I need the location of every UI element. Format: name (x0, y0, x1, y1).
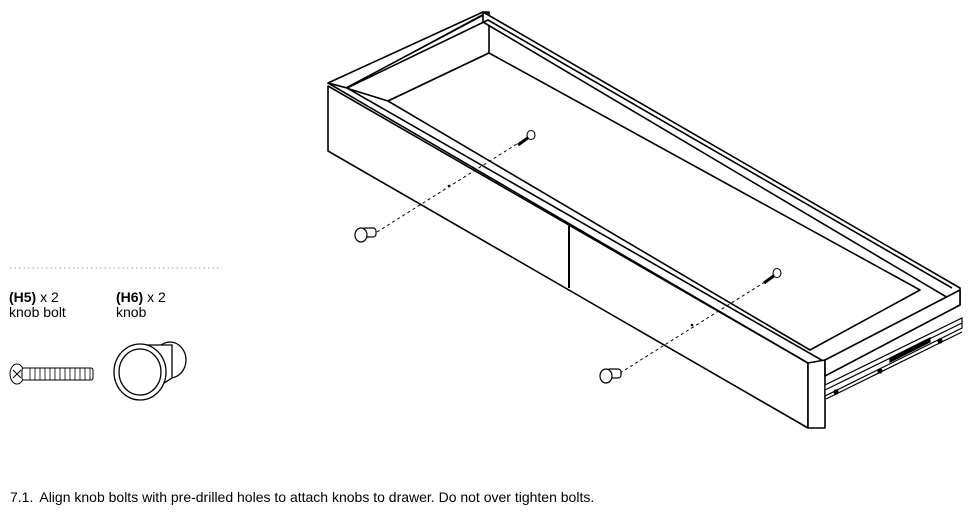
guide-line-right (619, 279, 769, 374)
part-id: (H6) (116, 289, 144, 305)
bolt-installed-left (517, 129, 536, 147)
drawer-front-end (807, 359, 826, 429)
part-label-h6: (H6) x 2 knob (116, 290, 166, 320)
part-name: knob bolt (9, 304, 66, 320)
drawer-slide (824, 317, 963, 400)
knob-floating-right (599, 368, 622, 384)
part-qty: x 2 (147, 289, 166, 305)
drill-hole-left (447, 184, 451, 188)
part-qty: x 2 (40, 289, 59, 305)
step-text: Align knob bolts with pre-drilled holes … (39, 489, 595, 505)
part-label-h5: (H5) x 2 knob bolt (9, 290, 66, 320)
part-name: knob (116, 304, 147, 320)
bolt-icon (9, 363, 94, 385)
part-id: (H5) (9, 289, 37, 305)
knob-floating-left (354, 227, 377, 243)
step-number: 7.1. (10, 489, 34, 505)
drawer-bottom (387, 52, 921, 351)
bolt-installed-right (763, 267, 782, 285)
knob-icon (113, 341, 187, 401)
drawer-right-lower (824, 289, 961, 377)
drawer (327, 11, 961, 429)
drawer-inner-edge (346, 19, 953, 289)
instruction-text: 7.1. Align knob bolts with pre-drilled ho… (10, 489, 594, 505)
drill-hole-right (690, 323, 694, 327)
